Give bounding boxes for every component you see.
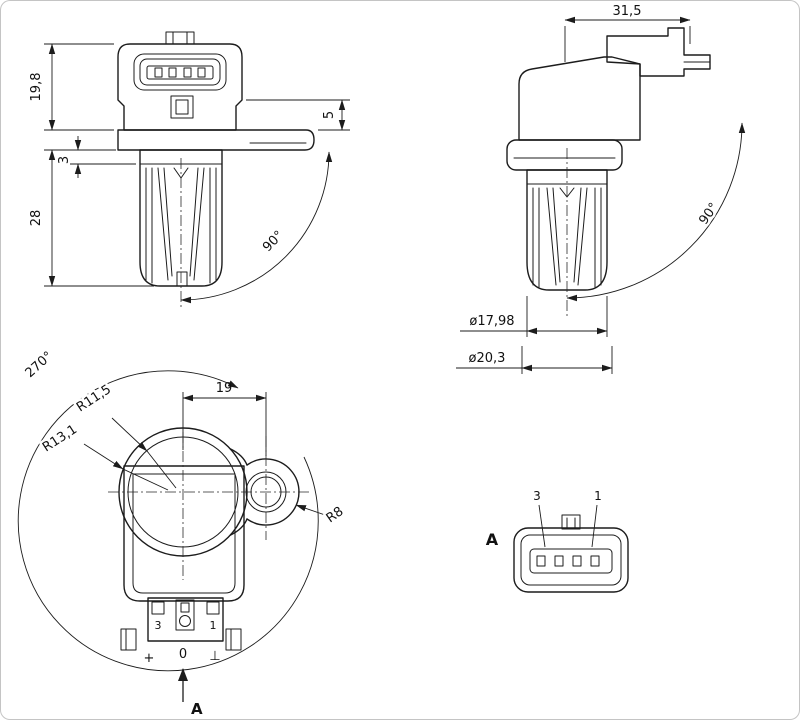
pin-contact [168,67,177,78]
pin-contact [536,555,546,567]
pin-contact [197,67,206,78]
connector-face-outer [513,527,629,593]
pin-contact-right [206,601,220,615]
rotation-arc-270 [17,370,319,672]
center-latch-hole [179,615,191,627]
sensor-head [518,56,641,141]
mounting-ear-outline [246,458,300,526]
dim-ear-distance-label: 19 [216,381,233,396]
view-label: A [486,530,499,549]
pin-contact [183,67,192,78]
mounting-feet [120,628,242,651]
connector-slot [146,65,214,80]
ear-fillet-bottom [229,518,248,536]
connector-interface [147,597,224,642]
extension-lines [521,26,691,374]
center-latch-slot [180,602,190,613]
connector-pins [536,555,600,567]
dim-swivel-angle-label: 90° [696,200,722,227]
connector-housing-top-inner [132,473,236,594]
connector-face-view: A 3 1 [486,489,629,593]
side-view [506,27,711,318]
dim-body-diameter-label: ø17,98 [469,314,514,329]
dim-connector-step-label: 5 [322,111,337,119]
connector-face-outer [133,53,227,91]
leader-r13-1 [83,443,124,470]
leader-r8 [295,504,329,517]
dim-connector-height-label: 19,8 [29,73,44,102]
connector-top-tab-detail [172,31,188,45]
extension-lines [44,43,350,287]
top-view: 3 1 + 0 ⊥ A [108,427,310,718]
connector-top-tab [165,31,195,45]
dim-collar-diameter-label: ø20,3 [469,351,506,366]
dim-flange-offset-label: 3 [57,156,72,164]
connector-socket [606,27,711,77]
mounting-flange [117,129,315,151]
dim-connector-width-label: 31,5 [613,4,642,19]
collar [506,139,623,171]
connector-slot [529,548,613,574]
ear-fillet-top [229,448,248,466]
symbol-plus: + [144,651,155,666]
symbol-zero: 0 [179,647,187,662]
connector-face-inner [520,534,622,586]
view-arrow-label: A [191,700,203,718]
connector-face-inner [139,58,221,86]
pin-contact-left [151,601,165,615]
connector-latch-inner [175,99,189,115]
pin-number-right: 1 [594,489,602,503]
connector-housing-top [123,465,245,602]
top-view-dimensions: 270° R11,5 R13,1 R8 19 [17,346,349,672]
dim-body-length-label: 28 [29,210,44,227]
center-latch [175,599,195,631]
connector-tab [561,514,581,530]
connector-latch [170,95,194,119]
dim-rotation-range-label: 270° [23,349,56,381]
dim-radius-outer-label: R13,1 [40,422,80,455]
pin-contact [572,555,582,567]
dim-radius-inner-label: R11,5 [74,382,114,415]
angle-arc-90 [180,151,333,304]
dim-ear-radius-label: R8 [324,504,347,526]
connector-pins [154,67,206,78]
side-view-dimensions: 31,5 ø17,98 ø20,3 90° [456,4,746,374]
pin-number-left: 3 [533,489,541,503]
pin-contact [154,67,163,78]
connector-housing-outline [117,43,243,131]
angle-arc-90 [566,122,746,302]
pin-contact [554,555,564,567]
front-view-dimensions: 19,8 5 3 28 90° [29,43,350,304]
pin-number-left: 3 [155,619,162,632]
front-view [117,31,315,308]
pin-leader-left [538,504,546,548]
pin-contact [590,555,600,567]
pin-leader-right [591,504,598,548]
dim-swivel-angle-label: 90° [260,228,287,255]
pin-number-right: 1 [210,619,217,632]
leader-r11-5 [111,417,148,452]
